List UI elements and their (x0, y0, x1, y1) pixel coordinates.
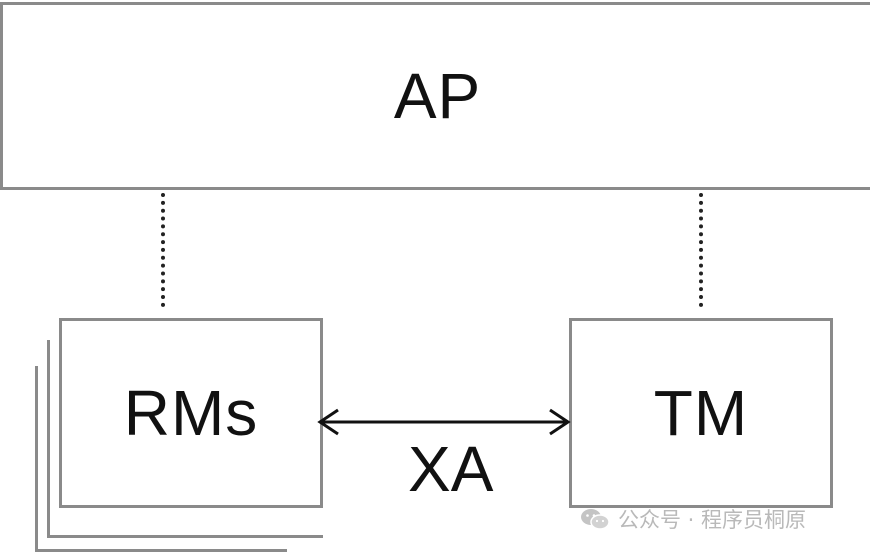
rm-box: RMs (59, 318, 323, 508)
ap-tm-dotted-connector (699, 193, 703, 307)
watermark: 公众号 · 程序员桐原 (580, 504, 806, 534)
ap-box: AP (0, 2, 870, 190)
rm-stack-line-2-horizontal (35, 549, 287, 552)
tm-label: TM (653, 377, 749, 449)
rm-stack-line-1-vertical (47, 340, 50, 538)
ap-label: AP (393, 60, 482, 132)
rm-stack-line-1-horizontal (47, 535, 323, 538)
xa-label: XA (408, 433, 494, 505)
xa-arrow-right-head (549, 408, 571, 436)
wechat-icon (581, 509, 610, 530)
ap-rm-dotted-connector (161, 193, 165, 307)
rm-stack-line-2-vertical (35, 366, 38, 552)
watermark-text: 公众号 · 程序员桐原 (618, 508, 807, 532)
rm-label: RMs (123, 377, 259, 449)
tm-box: TM (569, 318, 833, 508)
